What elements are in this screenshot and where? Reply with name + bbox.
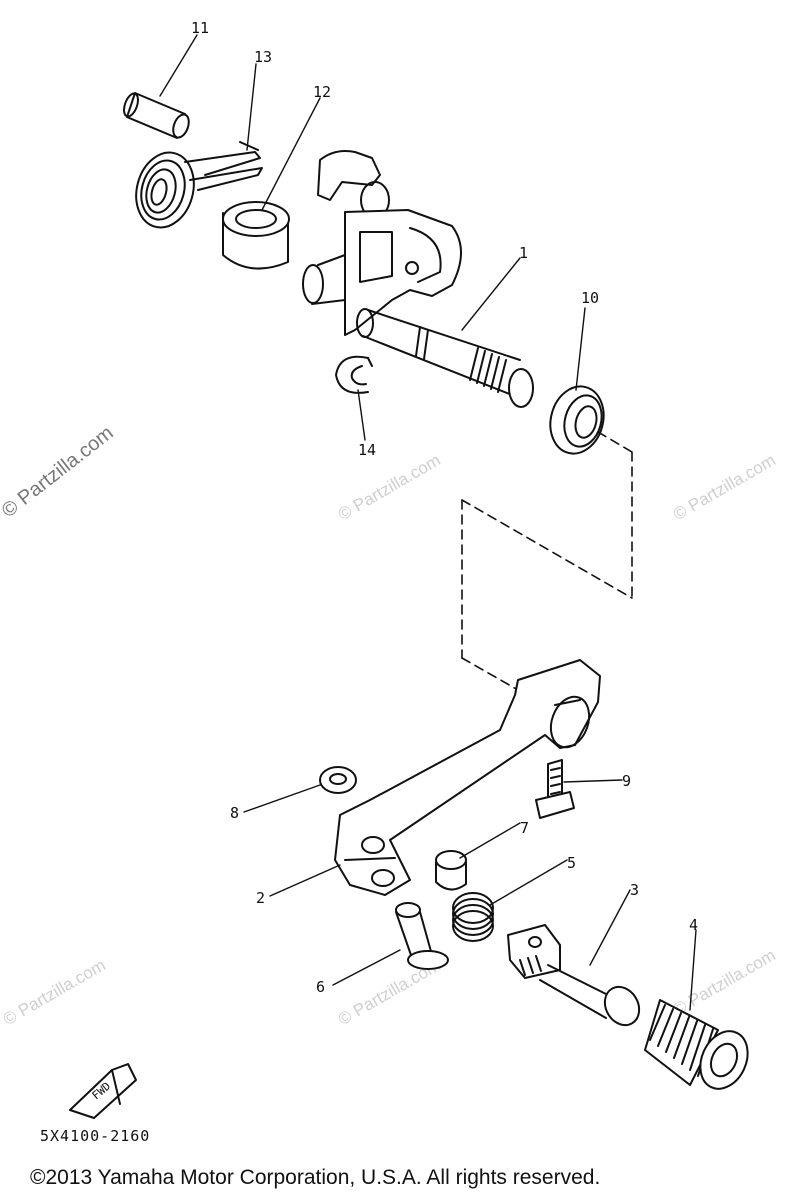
callout-13: 13 xyxy=(254,48,272,66)
part-6-pivot-pin xyxy=(395,902,449,970)
callout-1: 1 xyxy=(519,244,528,262)
part-1-shift-shaft xyxy=(302,150,534,408)
callout-10: 10 xyxy=(581,289,599,307)
callout-12: 12 xyxy=(313,83,331,101)
part-3-pedal-pin xyxy=(507,924,641,1027)
callout-9: 9 xyxy=(622,772,631,790)
part-13-torsion-spring xyxy=(135,141,263,229)
callout-4: 4 xyxy=(689,916,698,934)
callout-6: 6 xyxy=(316,978,325,996)
part-11-pin xyxy=(123,92,190,139)
copyright-notice: ©2013 Yamaha Motor Corporation, U.S.A. A… xyxy=(30,1166,601,1189)
part-14-circlip xyxy=(335,355,373,394)
part-7-bushing xyxy=(435,850,467,891)
leader-lines xyxy=(159,34,697,1011)
callout-2: 2 xyxy=(256,889,265,907)
callout-14: 14 xyxy=(358,441,376,459)
callout-3: 3 xyxy=(630,881,639,899)
part-10-oil-seal xyxy=(549,385,605,455)
part-9-bolt xyxy=(535,759,575,819)
part-5-spring xyxy=(452,892,494,942)
part-4-rubber-pedal xyxy=(644,999,749,1090)
assembly-dashed-lines xyxy=(461,431,633,691)
fwd-direction-arrow xyxy=(69,1063,137,1119)
part-12-collar xyxy=(222,201,290,270)
callout-5: 5 xyxy=(567,854,576,872)
callout-11: 11 xyxy=(191,19,209,37)
part-2-shift-pedal xyxy=(334,659,601,896)
part-8-washer xyxy=(319,766,357,794)
callout-8: 8 xyxy=(230,804,239,822)
diagram-code: 5X4100-2160 xyxy=(40,1127,151,1145)
callout-7: 7 xyxy=(520,819,529,837)
